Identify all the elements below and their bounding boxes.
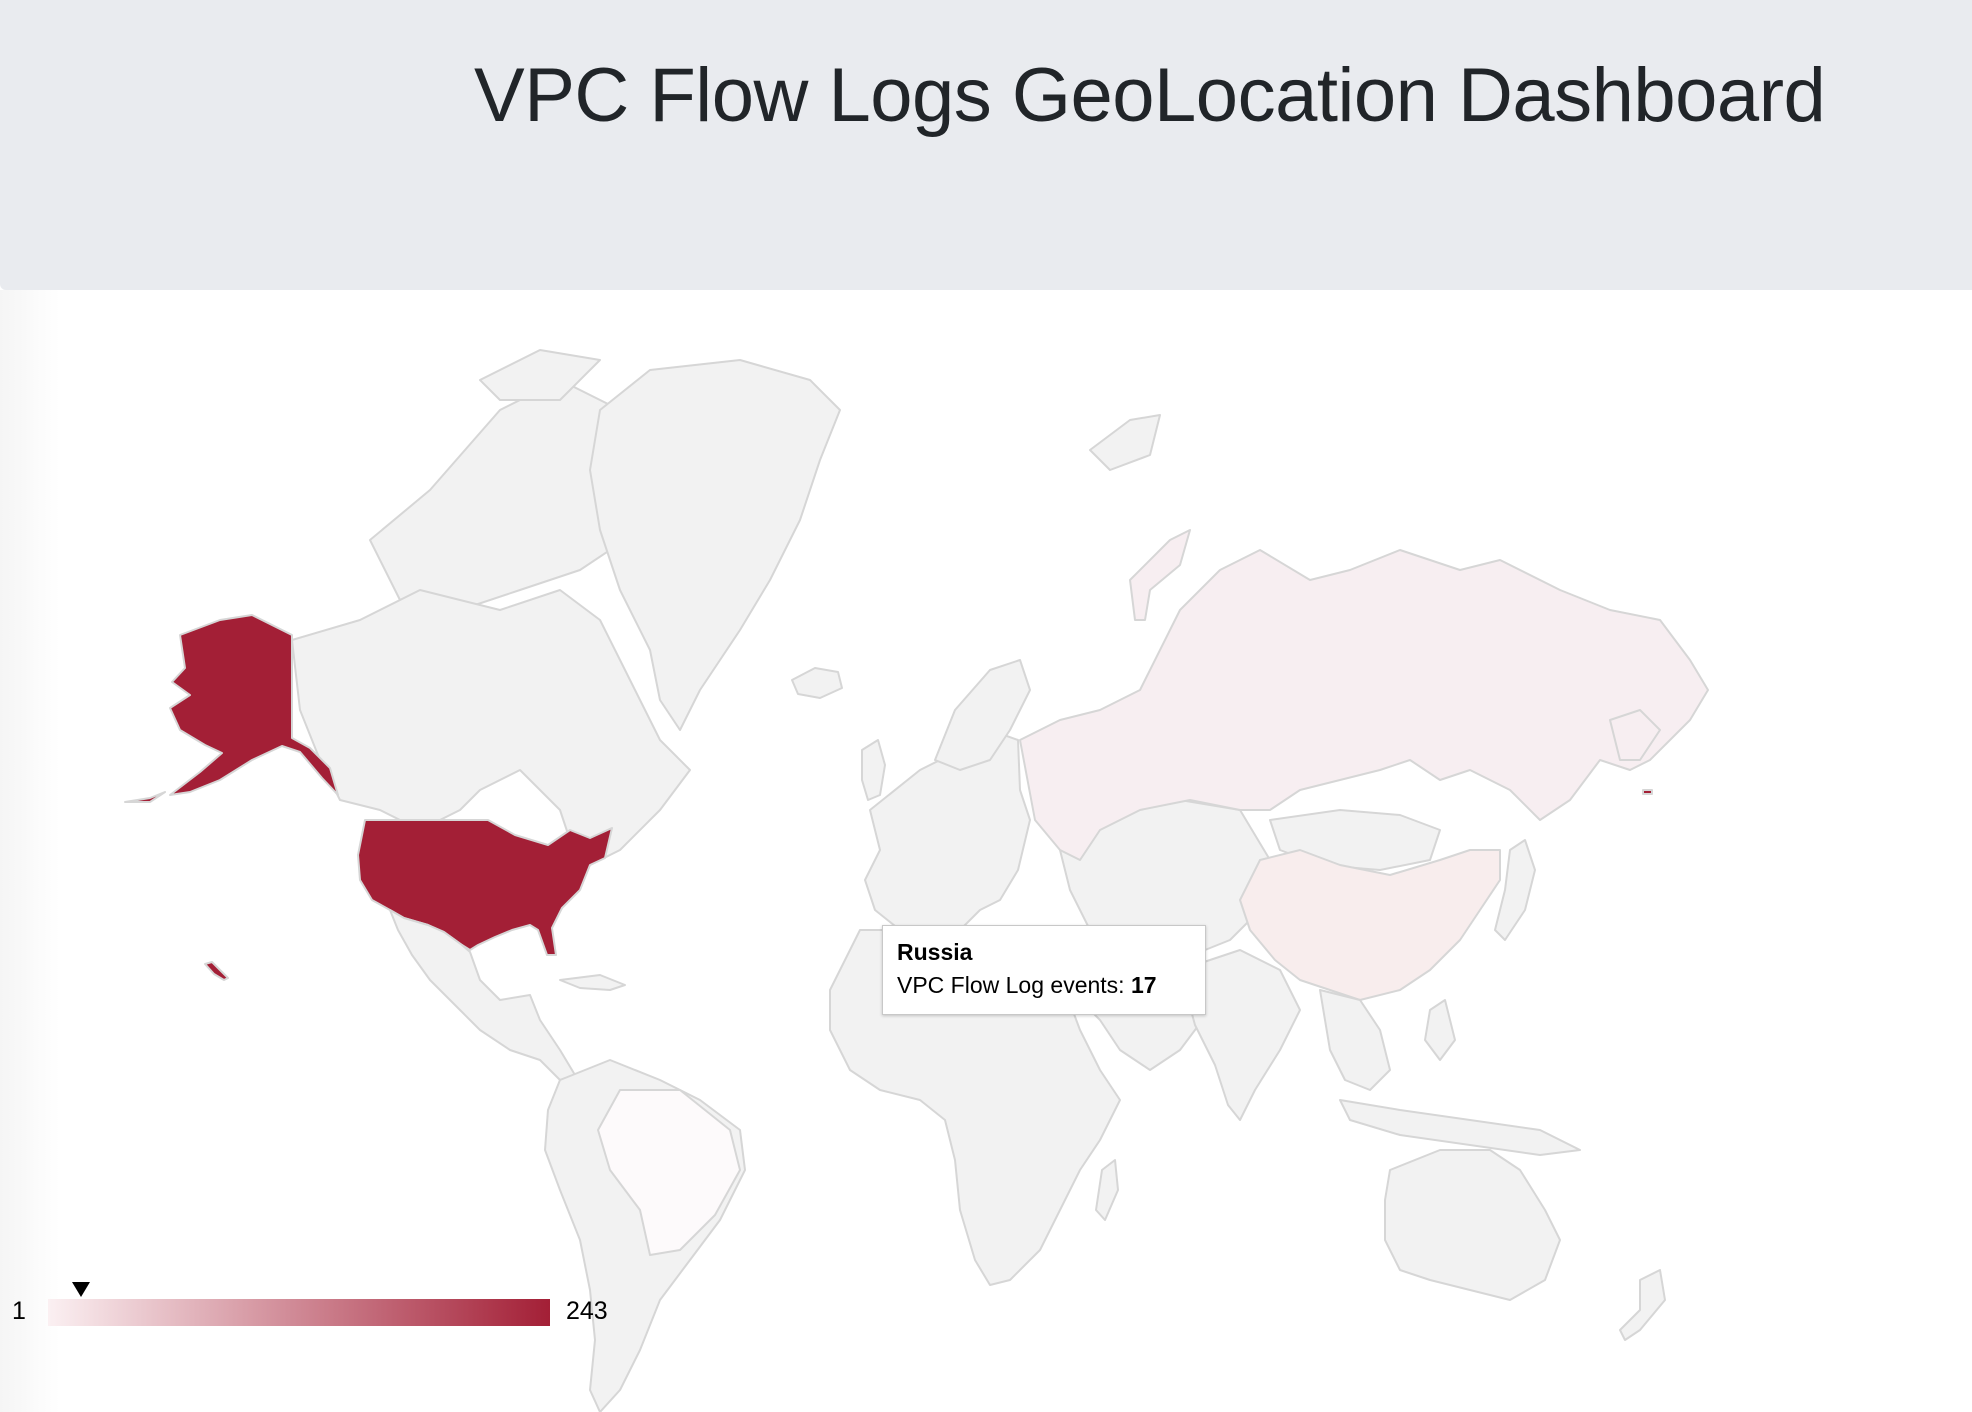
region-small-island-east[interactable] — [1642, 789, 1653, 795]
page-header: VPC Flow Logs GeoLocation Dashboard — [0, 0, 1972, 290]
region-brazil[interactable] — [597, 1089, 741, 1256]
country-tooltip: Russia VPC Flow Log events: 17 — [882, 925, 1206, 1015]
region-philippines[interactable] — [1424, 999, 1456, 1061]
region-greenland[interactable] — [589, 359, 841, 731]
region-uk[interactable] — [861, 739, 886, 801]
region-kamchatka[interactable] — [1609, 709, 1661, 761]
legend-marker-icon — [72, 1282, 91, 1297]
region-svalbard[interactable] — [1089, 414, 1161, 471]
region-new-zealand[interactable] — [1619, 1269, 1666, 1341]
region-hawaii[interactable] — [204, 961, 229, 981]
region-india[interactable] — [1179, 949, 1301, 1121]
region-novaya-zemlya[interactable] — [1129, 529, 1191, 621]
legend-max-label: 243 — [566, 1297, 608, 1325]
region-arctic-island[interactable] — [479, 349, 601, 401]
region-alaska[interactable] — [169, 614, 339, 796]
region-indonesia[interactable] — [1339, 1099, 1581, 1156]
color-scale-bar — [48, 1299, 550, 1326]
region-alaska-islands[interactable] — [124, 791, 166, 803]
region-southeast-asia[interactable] — [1319, 989, 1391, 1091]
region-japan[interactable] — [1494, 839, 1536, 941]
page-title: VPC Flow Logs GeoLocation Dashboard — [474, 53, 1826, 138]
left-gutter — [0, 290, 60, 1412]
region-mexico[interactable] — [389, 909, 576, 1081]
legend-min-label: 1 — [12, 1297, 26, 1325]
region-scandinavia[interactable] — [934, 659, 1031, 771]
region-russia[interactable] — [1019, 549, 1709, 861]
region-caribbean[interactable] — [559, 974, 626, 991]
world-map[interactable] — [0, 290, 1972, 1412]
region-usa[interactable] — [357, 819, 613, 956]
region-china[interactable] — [1239, 849, 1501, 1001]
geo-chart[interactable]: Russia VPC Flow Log events: 17 — [0, 290, 1972, 1412]
tooltip-country: Russia — [897, 939, 973, 965]
region-iceland[interactable] — [791, 667, 843, 699]
tooltip-label: VPC Flow Log events: — [897, 972, 1125, 998]
tooltip-value: 17 — [1130, 972, 1157, 998]
region-australia[interactable] — [1384, 1149, 1561, 1301]
region-madagascar[interactable] — [1095, 1159, 1119, 1221]
